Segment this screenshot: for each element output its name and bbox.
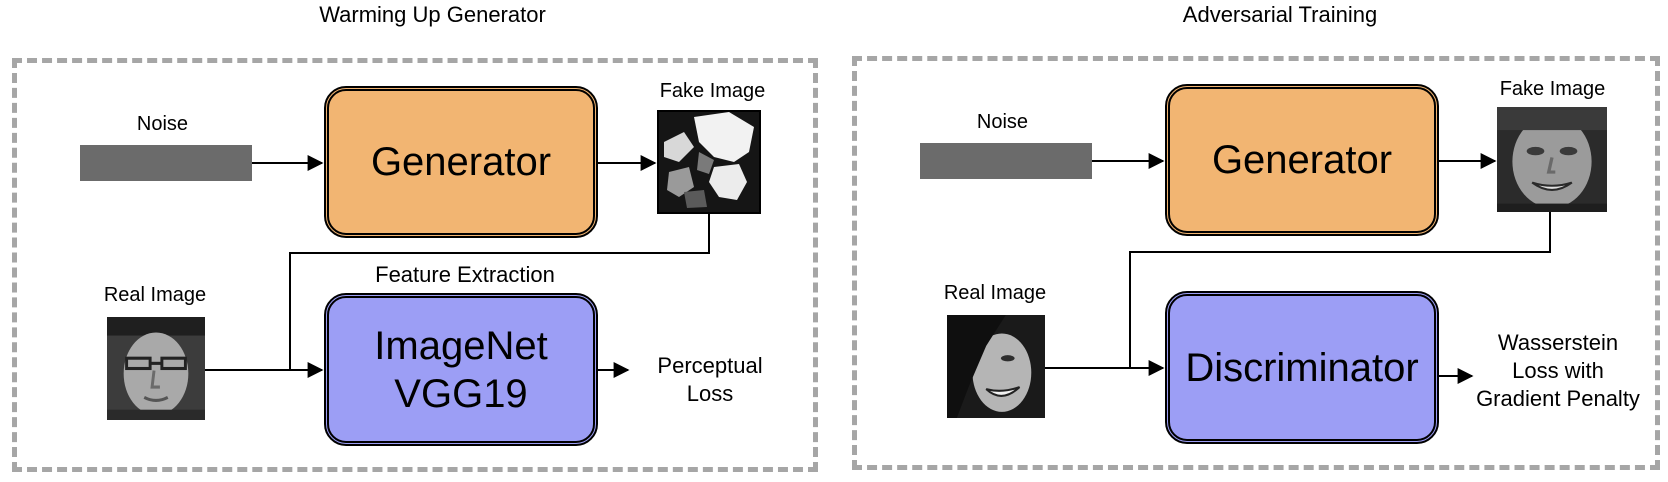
warmup-real-image-label: Real Image: [103, 284, 207, 306]
warmup-fake-image: [657, 110, 761, 214]
wasserstein-loss-line2: Loss with: [1512, 358, 1604, 383]
warmup-generator-block: Generator: [324, 86, 598, 238]
wasserstein-loss-label: Wasserstein Loss with Gradient Penalty: [1462, 329, 1654, 413]
warmup-noise-label: Noise: [136, 113, 189, 135]
adversarial-panel-title: Adversarial Training: [1182, 2, 1378, 27]
vgg19-block: ImageNet VGG19: [324, 293, 598, 446]
discriminator-block: Discriminator: [1165, 291, 1439, 444]
warmup-fake-image-label: Fake Image: [659, 80, 766, 102]
vgg19-label-line2: VGG19: [394, 371, 528, 416]
discriminator-label: Discriminator: [1185, 345, 1419, 390]
adversarial-real-image-label: Real Image: [943, 282, 1047, 304]
wasserstein-loss-line1: Wasserstein: [1497, 330, 1619, 355]
warmup-panel-title: Warming Up Generator: [319, 2, 546, 27]
warmup-real-image: [107, 317, 205, 420]
warmup-noise-vector: [80, 145, 252, 181]
adversarial-generator-block: Generator: [1165, 84, 1439, 236]
adversarial-noise-vector: [920, 143, 1092, 179]
wasserstein-loss-line3: Gradient Penalty: [1476, 386, 1640, 411]
feature-extraction-label: Feature Extraction: [375, 262, 555, 287]
adversarial-real-image: [947, 315, 1045, 418]
adversarial-panel-frame: [852, 56, 1660, 470]
perceptual-loss-line2: Loss: [686, 381, 734, 406]
adversarial-noise-label: Noise: [976, 111, 1029, 133]
vgg19-label-line1: ImageNet: [374, 323, 548, 368]
adversarial-fake-image: [1497, 107, 1607, 212]
warmup-panel-frame: [12, 58, 818, 472]
adversarial-generator-label: Generator: [1211, 138, 1393, 182]
perceptual-loss-line1: Perceptual: [657, 353, 763, 378]
adversarial-fake-image-label: Fake Image: [1499, 78, 1606, 100]
perceptual-loss-label: Perceptual Loss: [640, 352, 780, 408]
warmup-generator-label: Generator: [370, 140, 552, 184]
